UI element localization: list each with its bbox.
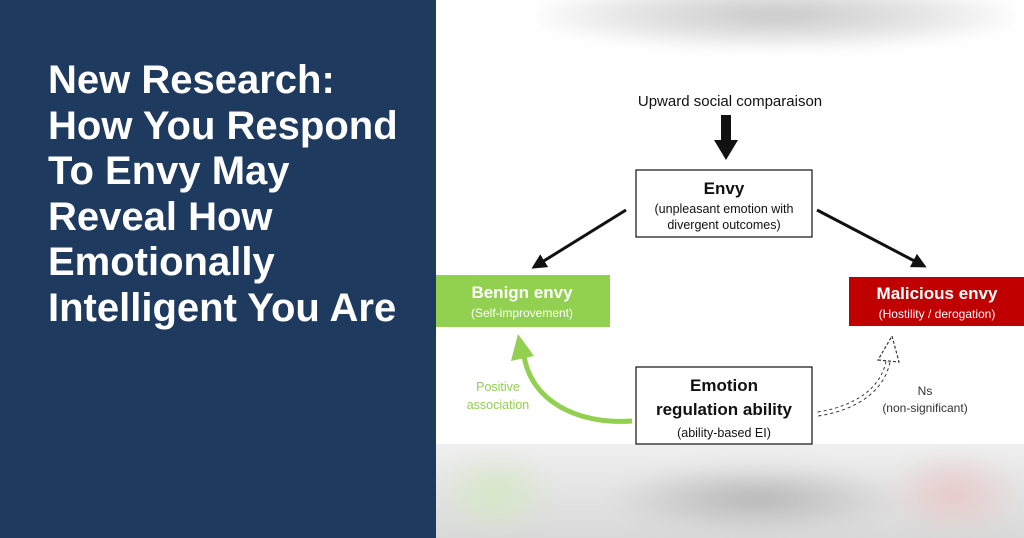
malicious-envy-title: Malicious envy [877, 284, 998, 303]
positive-label-line2: association [467, 398, 530, 412]
regulation-line3: (ability-based EI) [677, 426, 771, 440]
headline: New Research: How You Respond To Envy Ma… [48, 58, 398, 330]
envy-description-line2: divergent outcomes) [667, 218, 780, 232]
benign-envy-box: Benign envy (Self-improvement) [436, 275, 610, 327]
positive-label-line1: Positive [476, 380, 520, 394]
malicious-envy-description: (Hostility / derogation) [879, 307, 996, 321]
malicious-envy-fill [849, 277, 1024, 326]
non-significant-arrow [817, 334, 900, 417]
blurred-top-background [536, 0, 1016, 50]
ns-label-line1: Ns [918, 384, 933, 398]
arrow-envy-to-benign [531, 208, 627, 269]
blurred-bottom-right-background [884, 450, 1024, 538]
envy-description-line1: (unpleasant emotion with [655, 202, 794, 216]
blurred-bottom-left-background [436, 450, 556, 538]
arrow-envy-to-malicious [816, 208, 927, 268]
emotion-regulation-box: Emotion regulation ability (ability-base… [635, 366, 813, 445]
envy-diagram: Upward social comparaison Envy (unpleasa… [436, 93, 1024, 445]
diagram-panel: Upward social comparaison Envy (unpleasa… [436, 0, 1024, 538]
envy-box: Envy (unpleasant emotion with divergent … [635, 169, 813, 238]
envy-title: Envy [704, 179, 745, 198]
benign-envy-description: (Self-improvement) [471, 306, 573, 320]
headline-panel: New Research: How You Respond To Envy Ma… [0, 0, 436, 538]
benign-envy-fill [436, 275, 610, 327]
malicious-envy-box: Malicious envy (Hostility / derogation) [849, 277, 1024, 326]
trigger-label: Upward social comparaison [638, 93, 822, 110]
regulation-line1: Emotion [690, 376, 758, 395]
down-arrow-icon [714, 115, 738, 160]
benign-envy-title: Benign envy [471, 283, 573, 302]
positive-association-arrow [511, 334, 633, 424]
ns-label-line2: (non-significant) [882, 401, 967, 415]
regulation-line2: regulation ability [656, 400, 793, 419]
